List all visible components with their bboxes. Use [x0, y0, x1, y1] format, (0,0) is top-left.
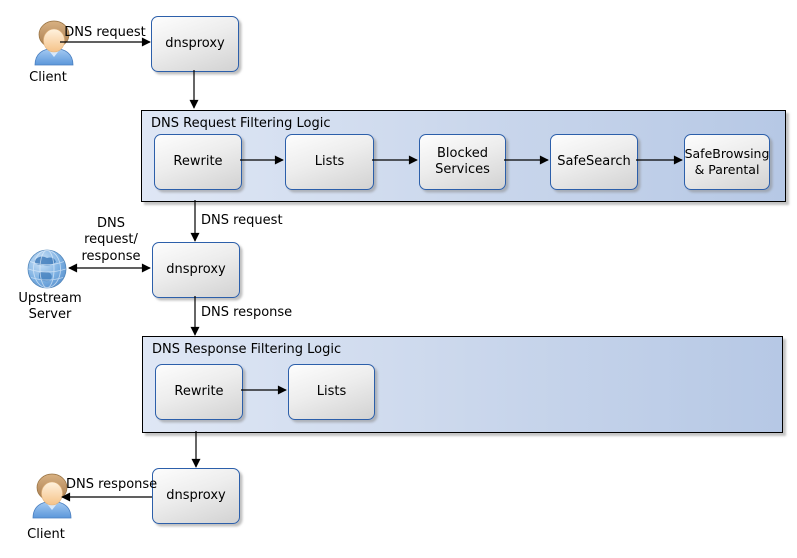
- dnsproxy-label: dnsproxy: [165, 35, 225, 51]
- step-lists-2: Lists: [288, 364, 375, 420]
- edge-label-dns-request-mid: DNS request: [201, 213, 283, 228]
- globe-icon: [27, 249, 67, 289]
- step-safesearch: SafeSearch: [550, 134, 638, 190]
- step-label: Lists: [316, 383, 347, 399]
- response-filtering-container: DNS Response Filtering Logic Rewrite Lis…: [142, 336, 783, 433]
- step-label: Rewrite: [173, 153, 223, 169]
- request-filtering-container: DNS Request Filtering Logic Rewrite List…: [141, 110, 786, 202]
- step-label: Blocked Services: [435, 145, 490, 177]
- dnsproxy-node-2: dnsproxy: [152, 242, 240, 298]
- request-filtering-title: DNS Request Filtering Logic: [151, 116, 331, 131]
- step-lists: Lists: [285, 134, 374, 190]
- dnsproxy-label: dnsproxy: [166, 487, 226, 503]
- step-safebrowsing-parental: SafeBrowsing & Parental: [684, 134, 770, 190]
- edge-label-dns-response-bottom: DNS response: [66, 477, 158, 492]
- response-filtering-title: DNS Response Filtering Logic: [152, 342, 342, 357]
- edge-label-dns-response-mid: DNS response: [201, 305, 293, 320]
- dnsproxy-node-1: dnsproxy: [151, 16, 239, 72]
- dnsproxy-node-3: dnsproxy: [152, 468, 240, 524]
- client-top-label: Client: [29, 70, 67, 85]
- step-label: Rewrite: [174, 383, 224, 399]
- client-bottom-label: Client: [27, 527, 65, 542]
- step-label: SafeSearch: [557, 153, 631, 169]
- person-icon: [34, 20, 74, 66]
- person-icon: [32, 473, 72, 519]
- upstream-server-label: Upstream Server: [18, 291, 82, 323]
- step-rewrite: Rewrite: [154, 134, 242, 190]
- step-label: Lists: [314, 153, 345, 169]
- step-label: SafeBrowsing & Parental: [684, 146, 770, 177]
- edge-label-dns-request-top: DNS request: [64, 25, 146, 40]
- step-rewrite-2: Rewrite: [155, 364, 243, 420]
- dnsproxy-label: dnsproxy: [166, 261, 226, 277]
- edge-label-dns-request-response: DNS request/ response: [81, 216, 141, 264]
- step-blocked-services: Blocked Services: [419, 134, 506, 190]
